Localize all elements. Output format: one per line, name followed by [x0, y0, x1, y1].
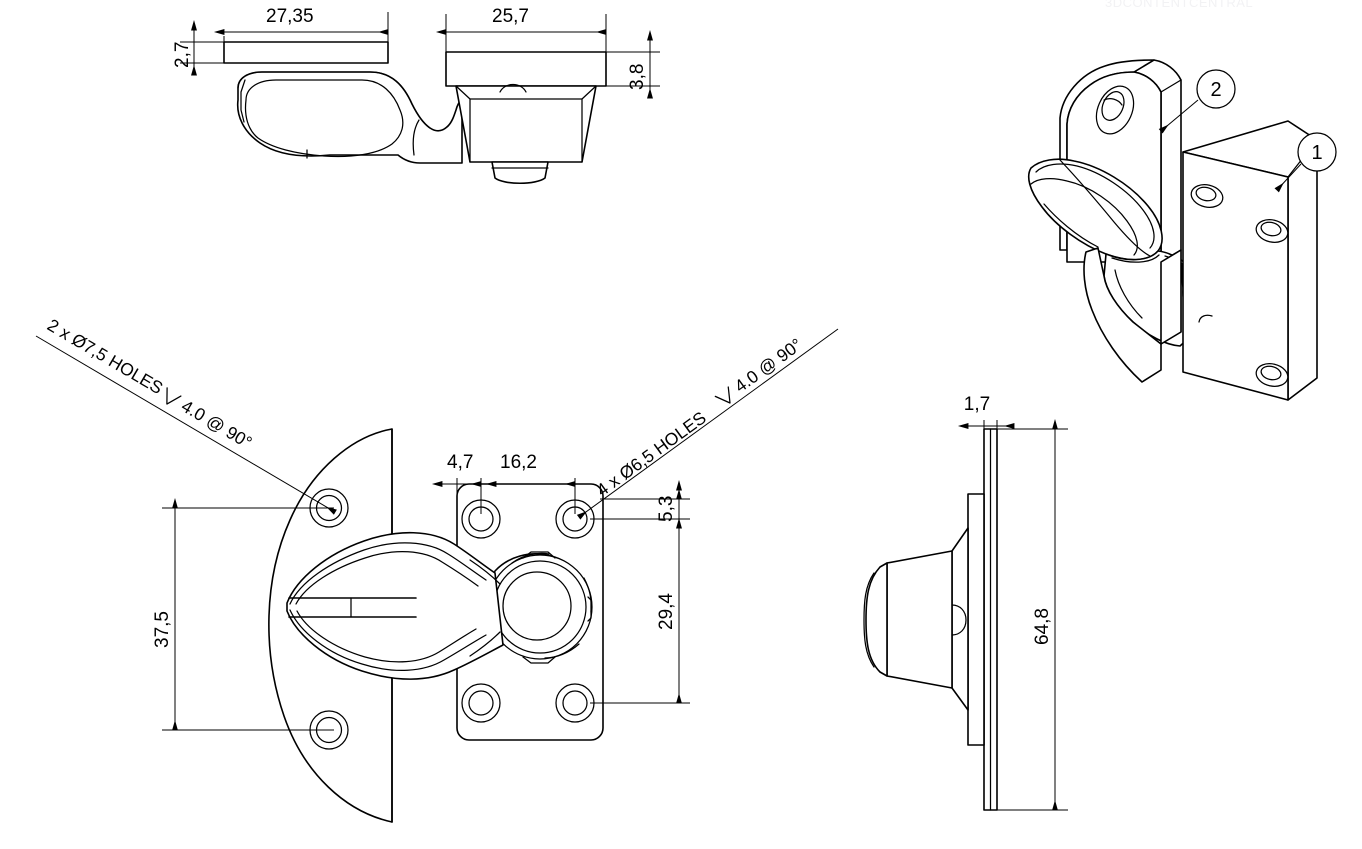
dim-front-29-4: 29,4 — [590, 488, 690, 704]
iso-plate-hole-tr — [1255, 219, 1289, 243]
view-top: 27,35 2,7 25,7 3,8 — [172, 6, 660, 185]
dim-label-27-35: 27,35 — [266, 6, 314, 27]
dim-label-3-8: 3,8 — [627, 64, 648, 90]
dim-label-25-7: 25,7 — [492, 6, 529, 27]
front-plate-hole-br — [555, 683, 595, 723]
side-hub-profile — [863, 527, 969, 711]
dim-top-27-35: 27,35 — [213, 6, 389, 62]
dim-side-1-7: 1,7 — [957, 394, 1015, 436]
note-label-7-5-a: 2 x Ø7,5 HOLES — [44, 315, 166, 398]
dim-front-37-5: 37,5 — [152, 497, 334, 731]
note-label-6-5-b: 4.0 @ 90° — [731, 334, 806, 396]
iso-cam-body — [1027, 158, 1163, 261]
dim-label-4-7: 4,7 — [447, 452, 473, 473]
note-leader-6-5: 4 x Ø6,5 HOLES 4.0 @ 90° — [576, 328, 839, 520]
iso-bracket-tail — [1083, 247, 1182, 383]
dim-label-29-4: 29,4 — [656, 593, 677, 630]
balloon-2-label: 2 — [1210, 79, 1221, 101]
iso-plate-hole-tl — [1190, 184, 1224, 208]
watermark-label: 3DCONTENTCENTRAL — [1105, 0, 1253, 10]
note-label-7-5-b: 4.0 @ 90° — [178, 396, 256, 453]
view-isometric: 2 1 — [1027, 59, 1337, 401]
dim-label-37-5: 37,5 — [152, 611, 173, 648]
dim-label-16-2: 16,2 — [500, 452, 537, 473]
dim-label-1-7: 1,7 — [964, 394, 990, 415]
top-boss — [455, 83, 597, 185]
front-lever — [286, 531, 504, 680]
top-mount-plate — [445, 51, 607, 87]
note-label-6-5-a: 4 x Ø6,5 HOLES — [593, 407, 710, 500]
balloon-2[interactable]: 2 — [1158, 69, 1236, 134]
front-plate-hole-tl — [461, 499, 501, 539]
top-bracket-bar — [223, 41, 389, 64]
front-plate-hole-bl — [461, 683, 501, 723]
side-rear-plate — [967, 493, 985, 746]
dim-front-5-3: 5,3 — [590, 479, 690, 529]
dim-label-5-3: 5,3 — [656, 496, 677, 522]
iso-mount-plate — [1182, 120, 1318, 401]
balloon-1[interactable]: 1 — [1274, 132, 1337, 193]
iso-plate-hole-br — [1255, 363, 1289, 387]
front-hub — [487, 551, 593, 664]
dim-front-16-2: 16,2 — [470, 452, 576, 514]
dim-label-64-8: 64,8 — [1032, 608, 1053, 645]
top-cam-body — [236, 71, 463, 164]
balloon-1-label: 1 — [1311, 142, 1322, 164]
dim-label-2-7: 2,7 — [172, 42, 193, 68]
note-leader-7-5: 2 x Ø7,5 HOLES 4.0 @ 90° — [35, 315, 337, 515]
view-side: 1,7 64,8 — [863, 394, 1068, 811]
dim-top-2-7: 2,7 — [172, 19, 228, 76]
side-thin-plate — [983, 428, 998, 811]
dim-top-25-7: 25,7 — [435, 6, 607, 52]
view-front: 4,7 16,2 5,3 29,4 37,5 — [35, 315, 839, 823]
iso-arm-hole — [1095, 85, 1135, 135]
dim-side-64-8: 64,8 — [993, 418, 1068, 811]
dim-top-3-8: 3,8 — [600, 29, 660, 99]
watermark-text: 3DCONTENTCENTRAL — [1105, 0, 1253, 10]
